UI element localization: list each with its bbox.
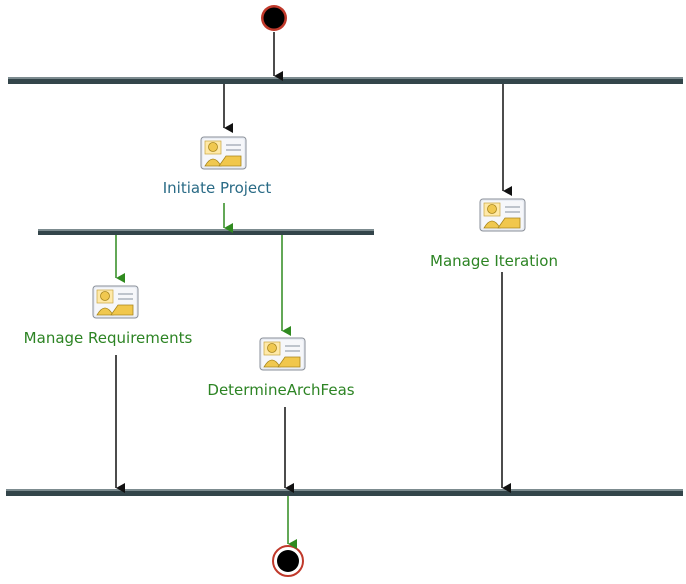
activity-icon[interactable] [259, 337, 306, 371]
activity-icon[interactable] [200, 136, 247, 170]
fork-bar-top[interactable] [8, 77, 683, 84]
initiate-project-label[interactable]: Initiate Project [162, 179, 272, 197]
fork-bar-middle[interactable] [38, 229, 374, 235]
determine-arch-feas-label[interactable]: DetermineArchFeas [207, 381, 355, 399]
manage-requirements-label[interactable]: Manage Requirements [23, 329, 193, 347]
initial-node[interactable] [261, 5, 287, 31]
manage-iteration-label[interactable]: Manage Iteration [430, 252, 558, 270]
activity-icon[interactable] [479, 198, 526, 232]
final-node[interactable] [272, 545, 304, 577]
activity-icon[interactable] [92, 285, 139, 319]
join-bar-bottom[interactable] [6, 489, 683, 496]
